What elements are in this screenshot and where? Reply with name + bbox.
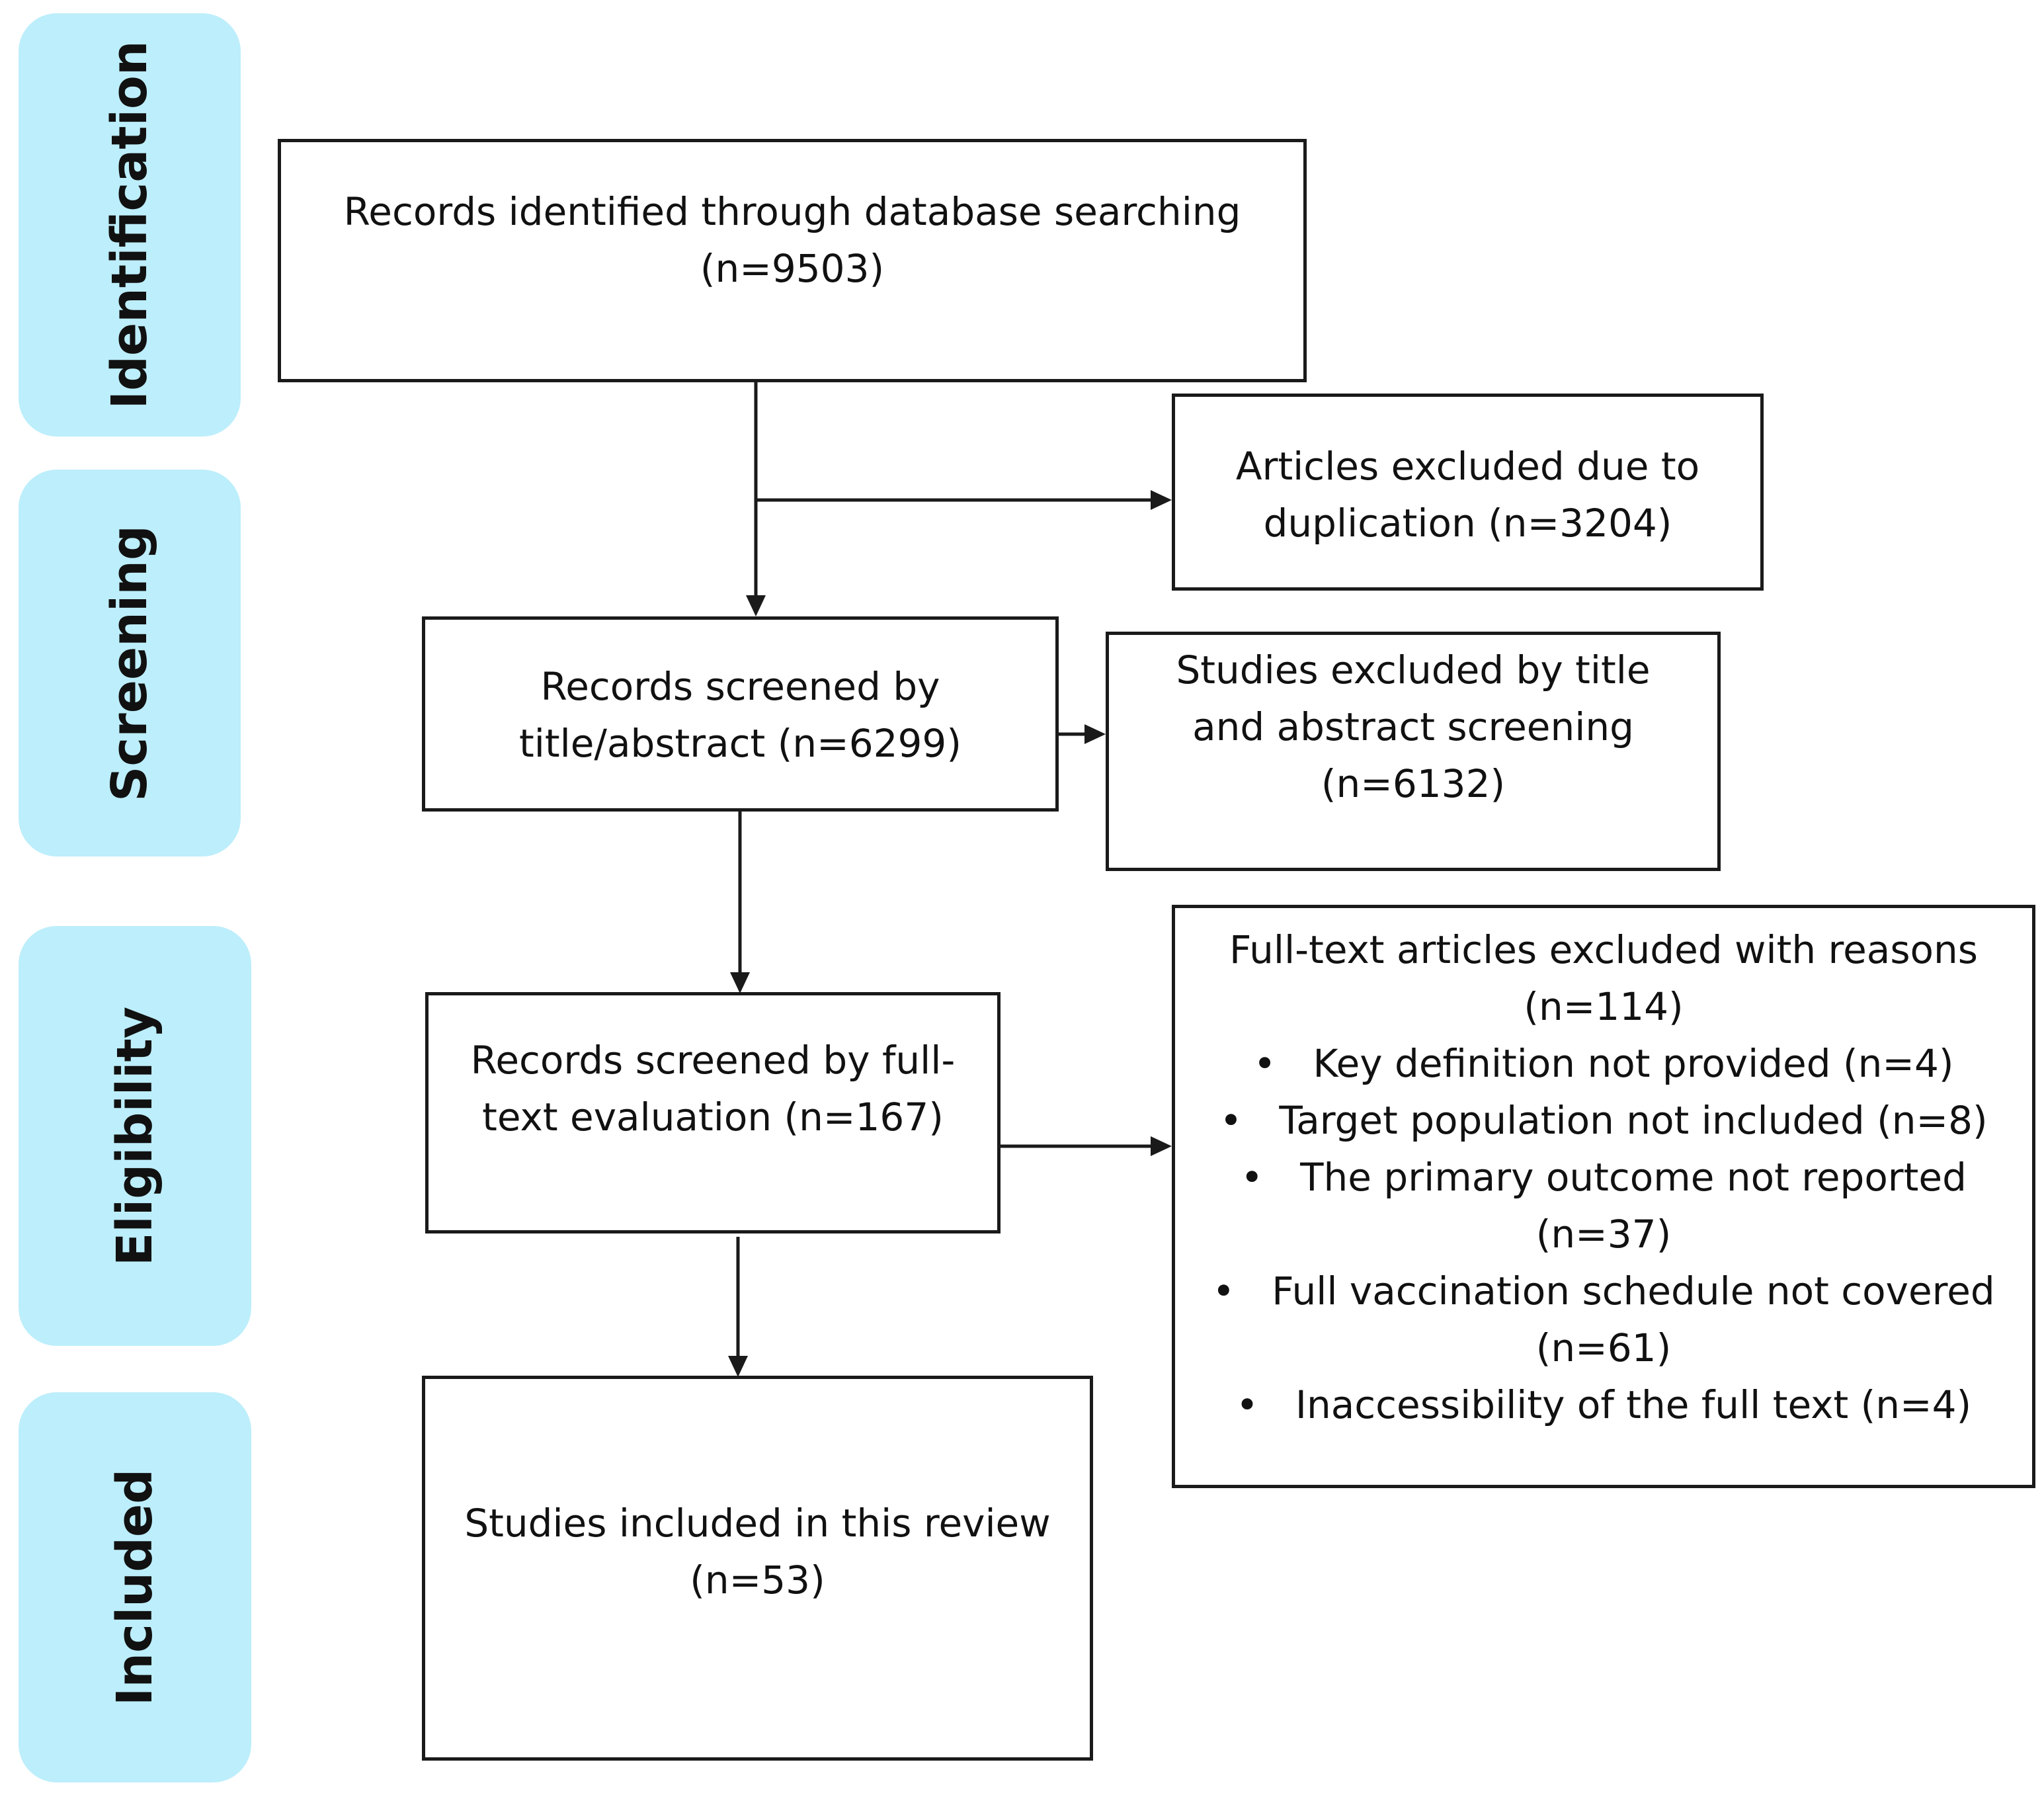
box-excluded-duplicates-line1: Articles excluded due to [1235, 444, 1700, 489]
box-records-identified: Records identified through database sear… [278, 139, 1307, 382]
box-screened-fulltext-line2: text evaluation (n=167) [482, 1095, 944, 1140]
box-excluded-title-abstract-line3: (n=6132) [1321, 761, 1506, 806]
exclusion-reason: • Key definition not provided (n=4) [1175, 1035, 2032, 1092]
arrowhead-identified-to-screened [746, 595, 766, 616]
exclusion-reasons-list: •Key definition not provided (n=4) •Targ… [1175, 1035, 2032, 1433]
box-screened-title-abstract-line2: title/abstract (n=6299) [519, 721, 961, 766]
arrowhead-screened-to-fulltext [730, 972, 750, 993]
box-excluded-duplicates: Articles excluded due to duplication (n=… [1172, 394, 1764, 591]
box-screened-title-abstract: Records screened by title/abstract (n=62… [422, 616, 1059, 812]
box-screened-fulltext-line1: Records screened by full- [470, 1038, 956, 1083]
exclusion-reason: • The primary outcome not reported [1175, 1149, 2032, 1206]
box-studies-included-line2: (n=53) [690, 1558, 825, 1603]
box-records-identified-line2: (n=9503) [700, 246, 885, 291]
arrowhead-to-excluded-fulltext [1151, 1136, 1172, 1156]
box-screened-title-abstract-line1: Records screened by [540, 664, 940, 709]
bullet-icon: • [1235, 1382, 1259, 1427]
bullet-icon: • [1241, 1155, 1264, 1200]
exclusion-reason-text: Inaccessibility of the full text (n=4) [1295, 1382, 1972, 1427]
box-records-identified-line1: Records identified through database sear… [343, 189, 1241, 234]
exclusion-reason-text: (n=37) [1535, 1212, 1672, 1257]
bullet-icon: • [1253, 1041, 1276, 1086]
exclusion-reason: • Target population not included (n=8) [1175, 1092, 2032, 1149]
box-screened-fulltext: Records screened by full- text evaluatio… [425, 992, 1001, 1233]
stage-screening: Screening [19, 470, 241, 857]
exclusion-reason-continuation: (n=61) [1175, 1319, 2032, 1376]
exclusion-reason-text: (n=61) [1535, 1325, 1672, 1370]
exclusion-reason-text: Target population not included (n=8) [1279, 1098, 1988, 1143]
box-excluded-title-abstract: Studies excluded by title and abstract s… [1106, 632, 1721, 871]
box-excluded-fulltext-line1: Full-text articles excluded with reasons [1229, 927, 1979, 972]
box-studies-included-line1: Studies included in this review [464, 1501, 1051, 1546]
exclusion-reason-text: The primary outcome not reported [1300, 1155, 1967, 1200]
stage-eligibility: Eligibility [19, 926, 251, 1346]
stage-identification: Identification [19, 13, 241, 437]
box-excluded-title-abstract-line1: Studies excluded by title [1176, 648, 1651, 692]
arrowhead-to-duplicates [1151, 490, 1172, 510]
arrowhead-to-excluded-title [1084, 724, 1106, 744]
exclusion-reason: • Inaccessibility of the full text (n=4) [1175, 1376, 2032, 1433]
stage-included: Included [19, 1392, 251, 1782]
box-excluded-fulltext: Full-text articles excluded with reasons… [1172, 905, 2035, 1488]
exclusion-reason: • Full vaccination schedule not covered [1175, 1263, 2032, 1319]
bullet-icon: • [1219, 1098, 1243, 1143]
exclusion-reason-text: Key definition not provided (n=4) [1313, 1041, 1954, 1086]
exclusion-reason-continuation: (n=37) [1175, 1206, 2032, 1263]
arrowhead-fulltext-to-included [728, 1356, 748, 1377]
box-studies-included: Studies included in this review (n=53) [422, 1376, 1093, 1761]
box-excluded-title-abstract-line2: and abstract screening [1192, 704, 1634, 749]
box-excluded-fulltext-line2: (n=114) [1524, 984, 1684, 1029]
bullet-icon: • [1212, 1269, 1235, 1314]
exclusion-reason-text: Full vaccination schedule not covered [1272, 1269, 1995, 1314]
box-excluded-duplicates-line2: duplication (n=3204) [1263, 501, 1672, 546]
